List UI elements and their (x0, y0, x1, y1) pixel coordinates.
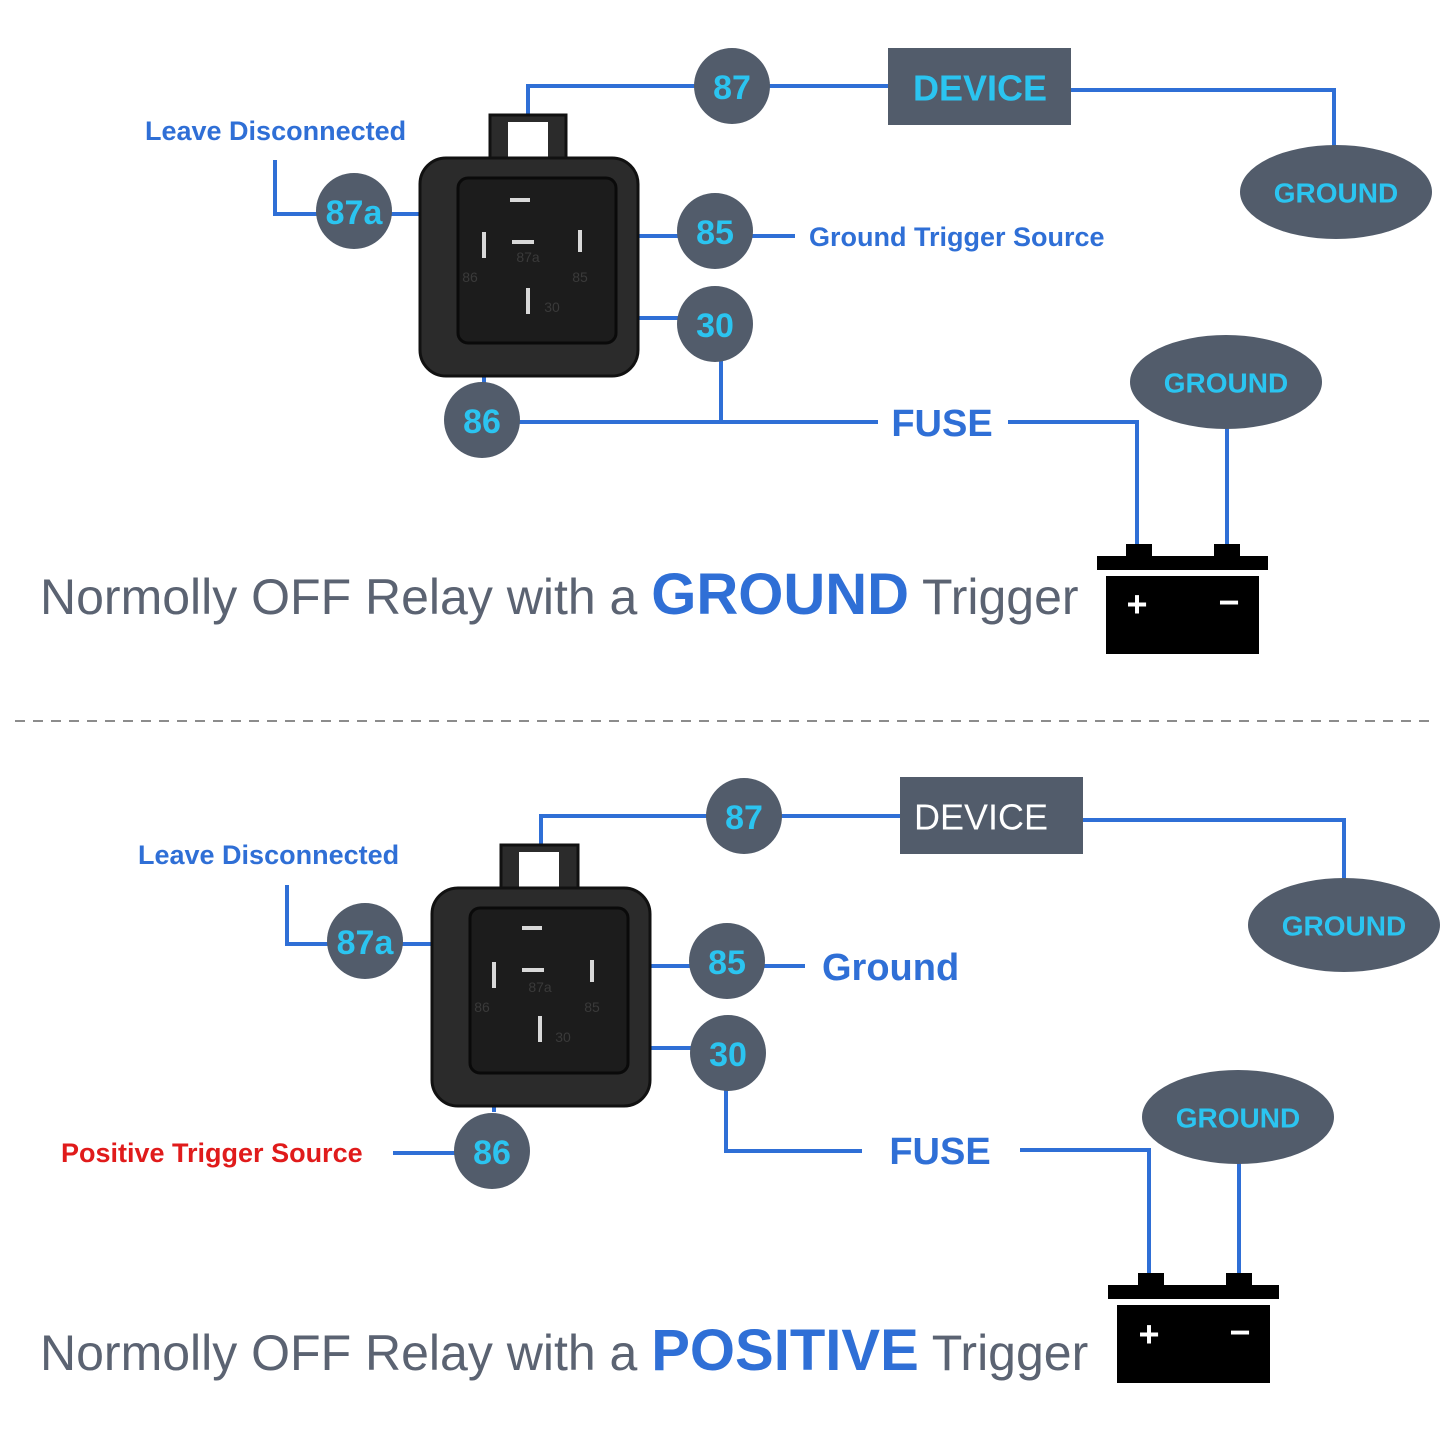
pin-30: 30 (690, 1015, 766, 1091)
battery-icon: + − (1108, 1273, 1279, 1383)
battery-minus: − (1218, 582, 1239, 623)
pin-86: 86 (454, 1113, 530, 1189)
device-box: DEVICE (900, 777, 1083, 854)
diagram-title: Normolly OFF Relay with a GROUND Trigger (40, 562, 1079, 627)
ground-device: GROUND (1248, 878, 1440, 972)
molded-30: 30 (555, 1029, 571, 1045)
leave-disconnected-label: Leave Disconnected (138, 840, 399, 870)
svg-text:GROUND: GROUND (1164, 368, 1288, 399)
pin-85: 85 (689, 923, 765, 999)
diagram-ground-trigger: 87a 85 86 30 87 87a 85 30 86 DEV (40, 48, 1432, 654)
device-label: DEVICE (913, 68, 1047, 109)
pin-85-label: Ground Trigger Source (809, 222, 1105, 252)
relay-icon: 87a 85 86 30 (430, 843, 652, 1108)
wire-device-ground (1082, 818, 1346, 880)
battery-plus: + (1126, 584, 1147, 625)
ground-battery: GROUND (1142, 1070, 1334, 1164)
battery-icon: + − (1097, 544, 1268, 654)
molded-85: 85 (572, 269, 588, 285)
positive-trigger-label: Positive Trigger Source (61, 1138, 363, 1168)
pin-85-label: Ground (822, 947, 959, 989)
svg-text:GROUND: GROUND (1282, 911, 1406, 942)
svg-text:GROUND: GROUND (1274, 178, 1398, 209)
svg-text:87: 87 (713, 69, 751, 107)
wire-fuse-battery (1008, 420, 1139, 545)
diagram-title: Normolly OFF Relay with a POSITIVE Trigg… (40, 1318, 1088, 1383)
diagram-positive-trigger: 87a 85 86 30 87 87a 85 30 86 DEV (40, 777, 1440, 1383)
svg-text:87: 87 (725, 799, 763, 837)
relay-icon: 87a 85 86 30 (418, 113, 640, 378)
svg-text:85: 85 (708, 944, 746, 982)
leave-disconnected-label: Leave Disconnected (145, 116, 406, 146)
molded-85: 85 (584, 999, 600, 1015)
pin-30: 30 (677, 286, 753, 362)
molded-87a: 87a (516, 249, 540, 265)
pin-87a: 87a (327, 903, 403, 979)
ground-battery: GROUND (1130, 335, 1322, 429)
wire-fuse-battery (1020, 1148, 1151, 1280)
svg-text:86: 86 (463, 403, 501, 441)
battery-minus: − (1229, 1312, 1250, 1353)
molded-87a: 87a (528, 979, 552, 995)
svg-text:86: 86 (473, 1134, 511, 1172)
battery-plus: + (1138, 1314, 1159, 1355)
svg-text:85: 85 (696, 214, 734, 252)
wire-device-ground (1070, 88, 1336, 148)
molded-86: 86 (474, 999, 490, 1015)
molded-86: 86 (462, 269, 478, 285)
svg-text:30: 30 (709, 1036, 747, 1074)
pin-87: 87 (694, 48, 770, 124)
pin-86: 86 (444, 382, 520, 458)
svg-text:87a: 87a (337, 924, 395, 962)
pin-87: 87 (706, 778, 782, 854)
svg-text:30: 30 (696, 307, 734, 345)
wire-30-fuse (724, 1090, 862, 1153)
fuse-label: FUSE (891, 403, 992, 445)
svg-text:87a: 87a (326, 194, 384, 232)
pin-87a: 87a (316, 173, 392, 249)
ground-device: GROUND (1240, 145, 1432, 239)
device-box: DEVICE (888, 48, 1071, 125)
device-label: DEVICE (914, 797, 1048, 838)
molded-30: 30 (544, 299, 560, 315)
svg-text:GROUND: GROUND (1176, 1103, 1300, 1134)
pin-85: 85 (677, 193, 753, 269)
fuse-label: FUSE (889, 1131, 990, 1173)
